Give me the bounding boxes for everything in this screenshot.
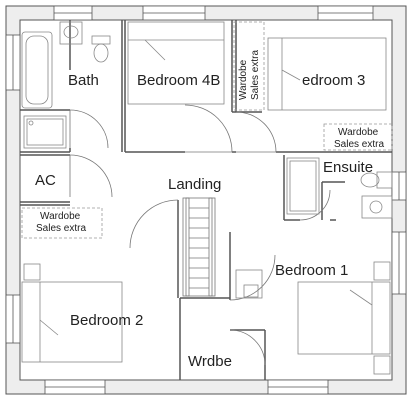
bed4b-wardrobe-note-1: Wardobe — [238, 59, 249, 100]
bed2-wardrobe-note-2: Sales extra — [36, 223, 86, 234]
ensuite-shower — [286, 157, 320, 215]
ensuite-basin — [361, 195, 393, 219]
bed4b-wardrobe-note-2: Sales extra — [250, 50, 261, 100]
interior-walls — [20, 20, 392, 380]
outer-wall — [5, 5, 407, 395]
ensuite-toilet — [376, 171, 393, 189]
room-label-wrdbe: Wrdbe — [188, 353, 232, 370]
bed3-wardrobe-note-2: Sales extra — [334, 139, 384, 150]
room-label-bedroom-3: edroom 3 — [302, 72, 365, 89]
door-swings — [69, 104, 331, 366]
windows — [5, 5, 407, 395]
room-label-bedroom-1: Bedroom 1 — [275, 262, 348, 279]
room-label-bath: Bath — [68, 72, 99, 89]
wardrobe-outlines — [21, 21, 393, 239]
toilet — [91, 35, 111, 45]
bed2-wardrobe-note-1: Wardobe — [40, 211, 81, 222]
bed3-wardrobe-note-1: Wardobe — [338, 127, 379, 138]
bathroom-fixtures — [21, 21, 393, 219]
room-label-ensuite: Ensuite — [323, 159, 373, 176]
beds — [21, 21, 391, 375]
bathtub — [21, 31, 53, 109]
shower-tray — [23, 115, 67, 149]
staircase — [182, 197, 216, 297]
room-label-bedroom-4b: Bedroom 4B — [137, 72, 220, 89]
room-label-landing: Landing — [168, 176, 221, 193]
room-label-bedroom-2: Bedroom 2 — [70, 312, 143, 329]
room-label-ac: AC — [35, 172, 56, 189]
basin — [59, 21, 83, 45]
